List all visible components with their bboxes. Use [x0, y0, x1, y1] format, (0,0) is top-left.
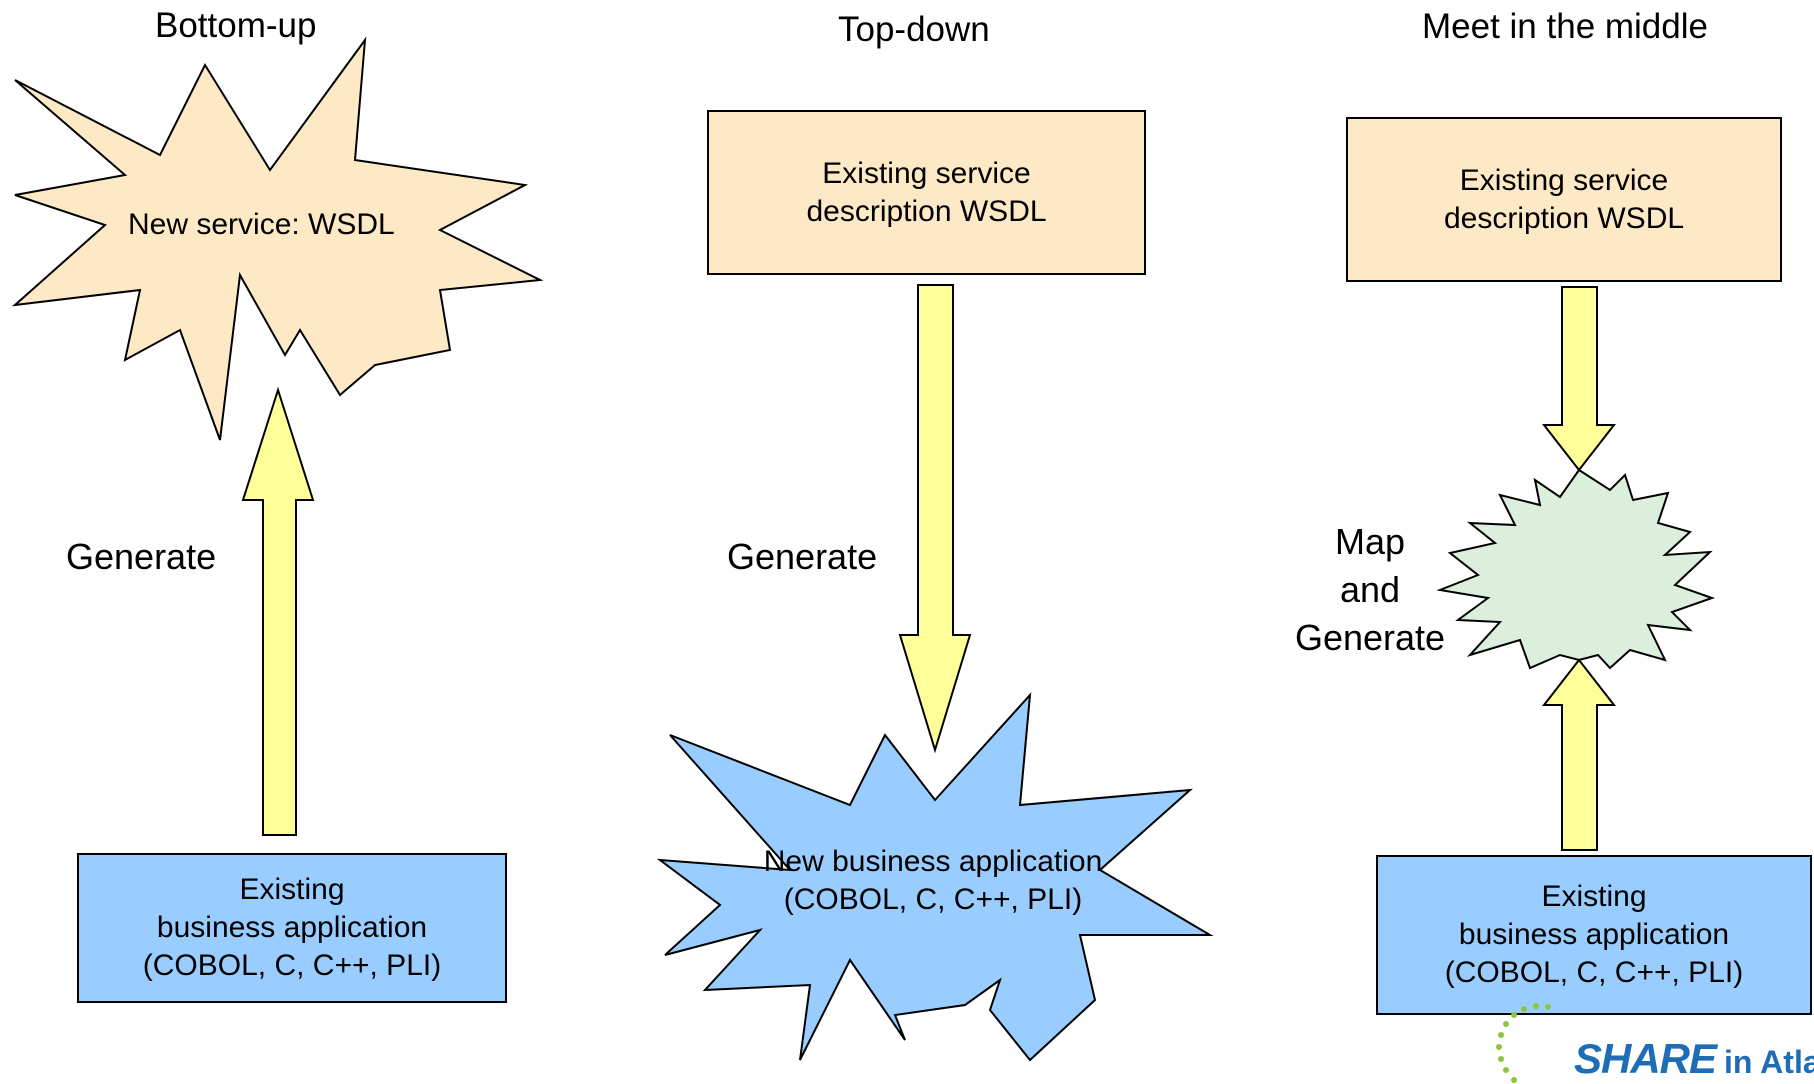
bottom-up-generate-label: Generate	[66, 536, 217, 577]
existing-service-description-box: Existing service description WSDL	[707, 110, 1146, 275]
star-line: (COBOL, C, C++, PLI)	[783, 883, 1083, 916]
new-business-app-label: New business application (COBOL, C, C++,…	[748, 843, 1118, 919]
map-line: and	[1339, 569, 1401, 610]
box-line: Existing service	[1459, 163, 1669, 197]
meet-middle-up-arrow	[1541, 658, 1617, 851]
top-down-title: Top-down	[838, 10, 990, 49]
star-line: New business application	[763, 845, 1103, 878]
new-service-starburst	[11, 36, 544, 441]
top-down-generate-label: Generate	[727, 536, 878, 577]
box-line: business application	[1458, 918, 1730, 951]
box-line: description WSDL	[1443, 201, 1685, 235]
map-line: Generate	[1294, 617, 1446, 658]
meet-middle-down-arrow	[1541, 286, 1617, 472]
top-down-generate-arrow	[898, 284, 972, 754]
box-line: description WSDL	[806, 194, 1047, 228]
map-and-generate-label: Map and Generate	[1280, 518, 1460, 662]
share-brand: SHARE	[1574, 1035, 1717, 1082]
meet-middle-title: Meet in the middle	[1422, 7, 1708, 46]
meet-middle-business-app-box: Existing business application (COBOL, C,…	[1376, 855, 1812, 1015]
existing-business-app-box: Existing business application (COBOL, C,…	[77, 853, 507, 1003]
box-line: Existing	[1541, 880, 1647, 913]
box-line: Existing service	[822, 156, 1031, 190]
box-line: Existing	[239, 873, 345, 906]
meet-middle-service-description-box: Existing service description WSDL	[1346, 117, 1782, 282]
box-line: (COBOL, C, C++, PLI)	[1444, 956, 1744, 989]
bottom-up-title: Bottom-up	[155, 6, 317, 45]
bottom-up-generate-arrow	[241, 386, 315, 836]
map-line: Map	[1334, 521, 1406, 562]
share-suffix: in Atlanta	[1724, 1044, 1814, 1080]
box-line: (COBOL, C, C++, PLI)	[142, 949, 442, 982]
new-service-label: New service: WSDL	[128, 208, 395, 241]
map-and-generate-starburst	[1436, 468, 1716, 670]
new-business-app-starburst	[656, 692, 1214, 1062]
share-logo-dots-icon	[1496, 1003, 1551, 1083]
box-line: business application	[156, 911, 428, 944]
